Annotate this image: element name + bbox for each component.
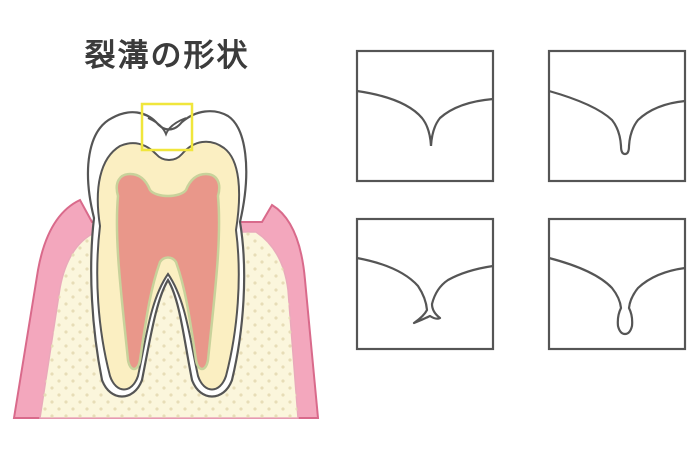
fissure-mark <box>147 117 187 137</box>
tooth-pulp <box>115 172 221 371</box>
fissure-highlight-box <box>140 102 194 152</box>
fissure-panel-bulb <box>547 217 687 351</box>
fissure-shape-v <box>356 89 494 147</box>
fissure-shape-hook <box>356 256 494 325</box>
fissure-panel-hook <box>355 217 495 351</box>
fissure-shape-bulb <box>548 256 686 336</box>
tooth-illustration <box>12 102 320 419</box>
fissure-panel-u <box>547 49 687 183</box>
diagram-title: 裂溝の形状 <box>84 38 250 74</box>
fissure-panel-v <box>355 49 495 183</box>
fissure-shape-u <box>548 89 686 156</box>
